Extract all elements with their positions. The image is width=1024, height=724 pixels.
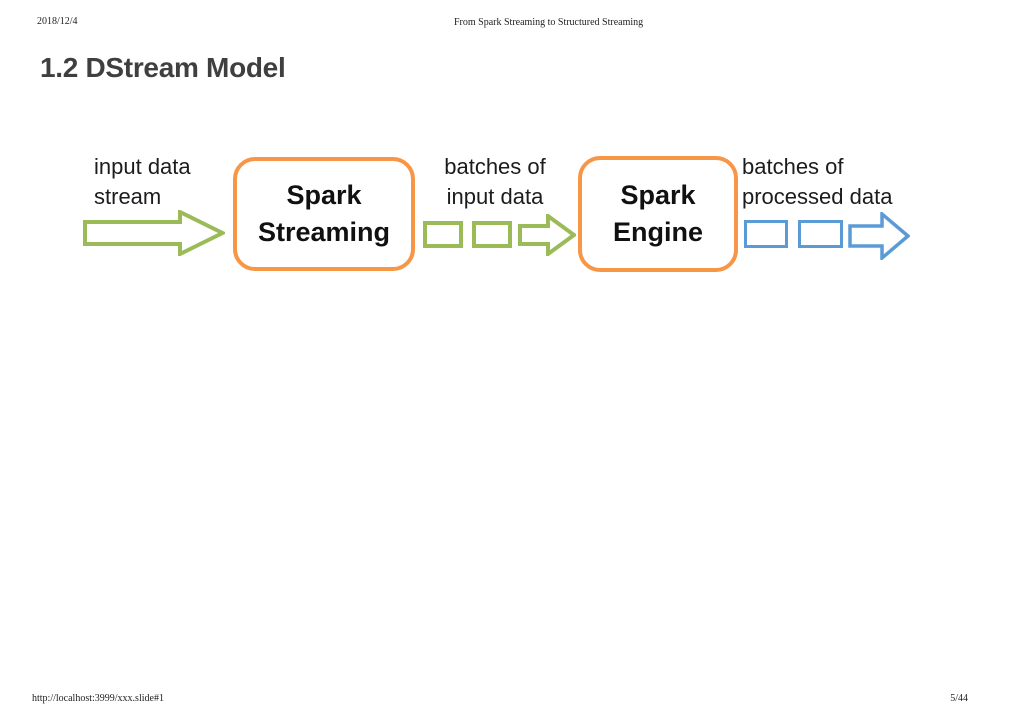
node-spark-streaming: Spark Streaming bbox=[233, 157, 415, 271]
print-header-title: From Spark Streaming to Structured Strea… bbox=[454, 17, 644, 28]
flow-arrow-batches-icon bbox=[518, 214, 576, 256]
node-spark-engine: Spark Engine bbox=[578, 156, 738, 272]
label-batches-of-input-data: batches of input data bbox=[425, 152, 565, 212]
print-footer-url: http://localhost:3999/xxx.slide#1 bbox=[32, 693, 164, 704]
node-label-line: Spark bbox=[286, 180, 362, 210]
print-footer-page-number: 5/44 bbox=[950, 693, 968, 704]
label-input-data-stream: input data stream bbox=[94, 152, 191, 212]
batch-rect-green-icon bbox=[472, 221, 512, 248]
label-batches-of-processed-data: batches of processed data bbox=[742, 152, 892, 212]
label-line: input data bbox=[94, 154, 191, 179]
print-header-date: 2018/12/4 bbox=[37, 16, 78, 27]
label-line: input data bbox=[446, 184, 544, 209]
label-line: batches of bbox=[444, 154, 546, 179]
label-line: batches of bbox=[742, 154, 844, 179]
flow-arrow-input-icon bbox=[83, 210, 225, 256]
node-label-line: Engine bbox=[612, 217, 703, 247]
batch-rect-blue-icon bbox=[798, 220, 843, 248]
batch-rect-green-icon bbox=[423, 221, 463, 248]
label-line: processed data bbox=[742, 184, 893, 209]
label-line: stream bbox=[94, 184, 162, 209]
batch-rect-blue-icon bbox=[744, 220, 788, 248]
slide-title: 1.2 DStream Model bbox=[40, 51, 286, 83]
node-label-line: Spark bbox=[620, 180, 696, 210]
flow-arrow-output-icon bbox=[848, 212, 910, 260]
node-label-line: Streaming bbox=[257, 217, 391, 247]
